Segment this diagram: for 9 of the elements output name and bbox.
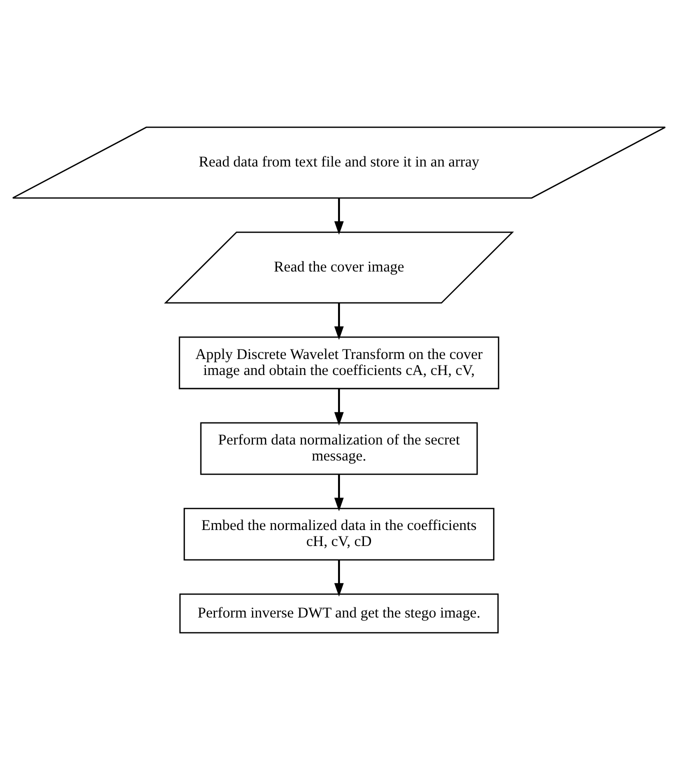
arrow (334, 198, 344, 234)
arrow (334, 560, 344, 596)
arrow (334, 388, 344, 426)
node-box: Apply Discrete Wavelet Transform on the cover image and obtain the coefficients cA, cH, cV, (178, 336, 500, 389)
node-box: Perform data normalization of the secret message. (200, 422, 478, 474)
node-box: Perform inverse DWT and get the stego image. (179, 593, 499, 633)
arrow (334, 474, 344, 511)
node-box: Embed the normalized data in the coefficients cH, cV, cD (184, 507, 494, 560)
arrow (334, 302, 344, 340)
